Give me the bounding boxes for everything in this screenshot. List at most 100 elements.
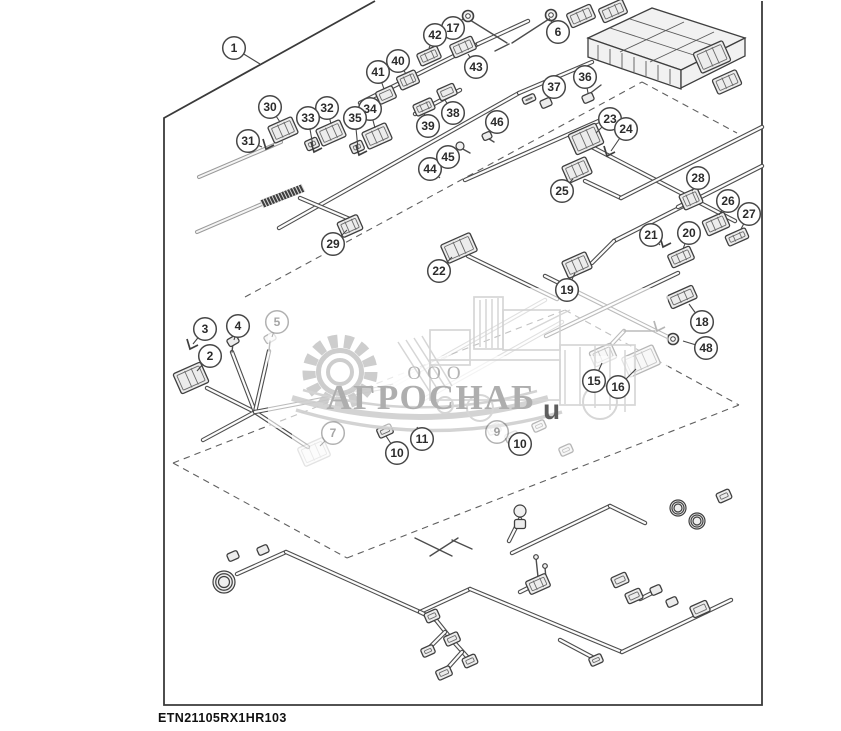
connector-block	[416, 45, 442, 67]
harness-tube	[195, 202, 264, 234]
connector-body	[666, 284, 698, 310]
connector-body	[715, 488, 733, 504]
connector-rib	[676, 293, 682, 303]
callout-number: 5	[274, 315, 281, 329]
callout-circle	[581, 368, 607, 394]
callout-number: 16	[611, 380, 625, 394]
connector-block	[436, 82, 458, 102]
tube-core	[476, 19, 530, 46]
callout-46: 46	[484, 109, 510, 135]
wire	[511, 18, 550, 44]
connector-detail	[569, 7, 593, 25]
round-connector-ring	[690, 514, 704, 528]
callout-number: 1	[231, 41, 238, 55]
connector-rib	[716, 216, 723, 229]
round-connector	[688, 512, 706, 530]
callout-5: 5	[264, 309, 290, 338]
connector-detail	[420, 49, 438, 63]
harness-tube	[467, 586, 625, 655]
callout-number: 35	[348, 111, 362, 125]
callout-circle	[638, 222, 664, 248]
connector-detail	[715, 73, 739, 91]
connector-body	[689, 599, 711, 619]
connector-rib	[711, 46, 720, 64]
callout-circle	[676, 220, 702, 246]
connector-detail	[319, 123, 343, 143]
callout-number: 29	[326, 237, 340, 251]
ring-terminal	[666, 332, 680, 346]
connector-body	[561, 156, 593, 184]
connector-block	[172, 361, 210, 395]
connector-detail	[416, 101, 432, 113]
connector-body	[558, 443, 574, 457]
callout-33: 33	[295, 105, 321, 147]
connector-block	[715, 488, 733, 504]
callout-number: 9	[494, 425, 501, 439]
connector-body	[336, 214, 364, 238]
connector-rib	[607, 7, 613, 18]
harness-tube	[234, 549, 289, 577]
connector-rib	[577, 161, 584, 175]
callout-number: 19	[560, 283, 574, 297]
connector-body	[315, 119, 347, 147]
connector-rib	[419, 104, 424, 113]
connector-rib	[683, 290, 689, 301]
harvester-outline	[502, 309, 561, 351]
callout-leader	[489, 426, 498, 433]
connector-rib	[532, 580, 538, 590]
callout-25: 25	[549, 178, 575, 204]
wash-rect	[328, 356, 633, 418]
connector-block	[461, 653, 479, 669]
connector-block	[610, 571, 630, 589]
tube-core	[196, 203, 263, 233]
callout-number: 27	[742, 207, 756, 221]
clip	[355, 144, 368, 157]
bundle-hatch	[285, 189, 291, 198]
callout-24: 24	[610, 116, 639, 152]
watermark-company-prefix: ООО	[407, 363, 466, 384]
connector-detail	[424, 648, 432, 654]
connector-block	[267, 116, 299, 144]
swoosh	[291, 395, 549, 420]
connector-body	[581, 92, 595, 104]
harness-tube	[475, 18, 531, 47]
callout-32: 32	[314, 95, 340, 125]
connector-rib	[675, 253, 681, 263]
harvester-outline	[429, 329, 471, 366]
connector-rib	[614, 4, 620, 15]
connector-block	[443, 631, 461, 647]
clip	[603, 145, 616, 158]
callout-48: 48	[682, 335, 719, 361]
callout-number: 31	[241, 134, 255, 148]
connector-detail	[440, 86, 454, 98]
connector-block	[724, 227, 750, 247]
tube-core	[205, 386, 257, 414]
tube-core	[558, 638, 594, 659]
connector-detail	[444, 236, 474, 260]
round-connector-ring	[217, 575, 231, 589]
harness-tube	[607, 503, 648, 526]
connector-rib	[425, 101, 430, 110]
wire	[494, 43, 510, 52]
ring-hole	[548, 12, 554, 18]
connector-body	[420, 644, 436, 658]
callout-38: 38	[440, 99, 466, 126]
connector-detail	[446, 635, 458, 643]
connector-body	[435, 665, 453, 681]
tube-core	[201, 410, 257, 442]
connector-body	[567, 122, 605, 156]
connector-body	[610, 571, 630, 589]
connector-body	[443, 631, 461, 647]
callout-18: 18	[688, 303, 715, 335]
harvester-wheel	[436, 396, 454, 414]
tube-core	[235, 550, 288, 576]
connector-block	[711, 69, 743, 95]
connector-block	[666, 284, 698, 310]
connector-body	[566, 3, 596, 29]
connector-rib	[402, 76, 408, 86]
callout-circle	[422, 22, 448, 48]
connector-block	[336, 214, 364, 238]
connector-body	[724, 227, 750, 247]
harvester-detail	[529, 309, 571, 331]
callout-number: 28	[691, 171, 705, 185]
